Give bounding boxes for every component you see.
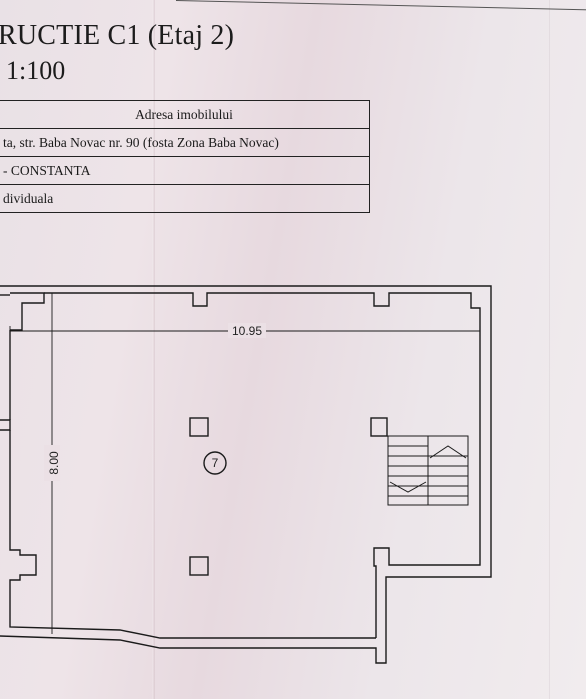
width-dimension-label: 10.95 [232,324,262,338]
outer-wall [0,285,492,664]
address-type: dividuala [0,184,370,213]
height-dimension-label: 8.00 [47,451,61,475]
paper-fold-line-right [548,0,550,699]
page-title: RUCTIE C1 (Etaj 2) [0,20,235,51]
room-number-label: 7 [212,456,219,470]
pillar [370,417,388,437]
inner-wall [10,292,45,331]
pillar [189,556,209,576]
paper-fold-line [152,0,155,699]
address-city: - CONSTANTA [0,156,370,185]
address-heading: Adresa imobilului [0,100,370,129]
address-table: Adresa imobilului ta, str. Baba Novac nr… [0,100,370,213]
scale-label: 1:100 [6,56,66,85]
pillar [189,417,209,437]
room-number-circle [203,451,227,475]
address-street: ta, str. Baba Novac nr. 90 (fosta Zona B… [0,128,370,157]
staircase [387,435,469,506]
